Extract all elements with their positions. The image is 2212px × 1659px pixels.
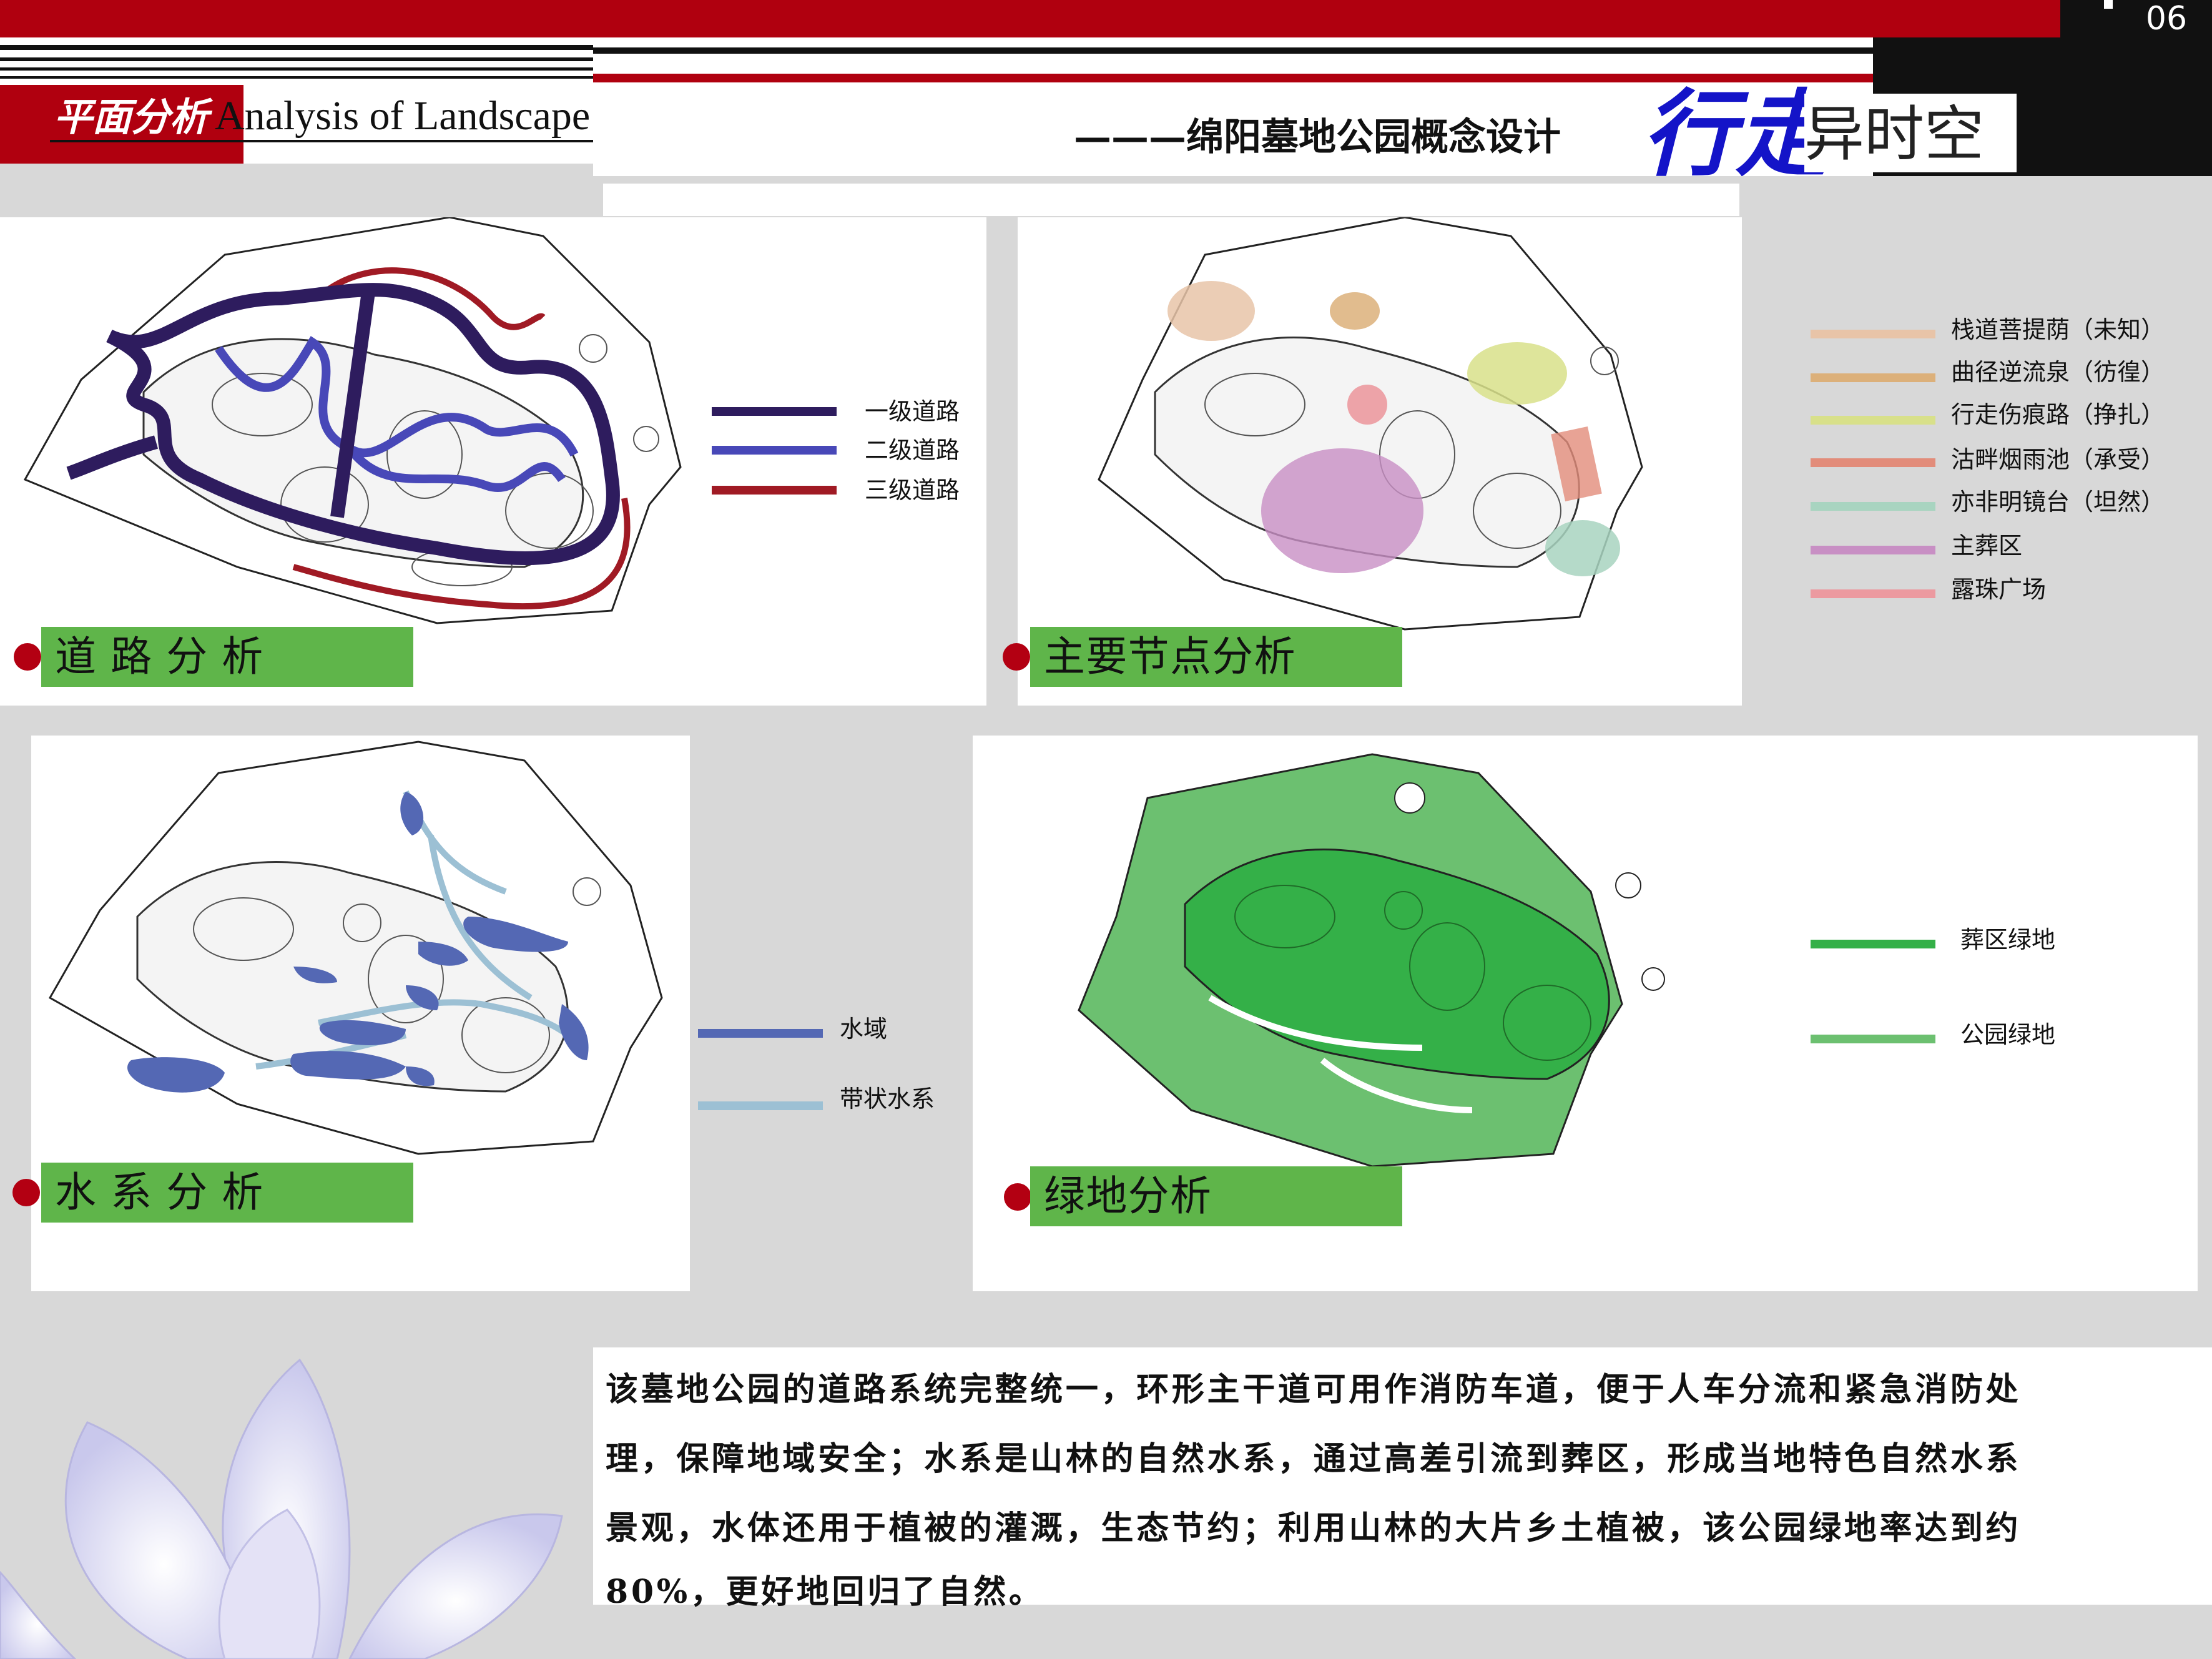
legend-label-water-stream: 带状水系 bbox=[840, 1085, 935, 1113]
header-stripe bbox=[0, 57, 593, 61]
legend-swatch-node-7 bbox=[1811, 589, 1935, 598]
bullet-dot bbox=[1003, 643, 1030, 671]
water-body bbox=[293, 967, 337, 983]
node-analysis-panel: 主要节点分析 bbox=[1003, 217, 1742, 706]
description-line-3: 景观，水体还用于植被的灌溉，生态节约；利用山林的大片乡土植被，该公园绿地率达到约 bbox=[606, 1509, 2022, 1547]
water-body bbox=[290, 1051, 406, 1080]
road-primary bbox=[66, 283, 620, 565]
node-site-plan bbox=[1098, 217, 1643, 631]
frame-gray bbox=[1742, 217, 2212, 736]
frame-gray bbox=[2198, 736, 2212, 1291]
node-main-burial bbox=[1261, 448, 1423, 573]
bullet-dot bbox=[12, 1179, 40, 1206]
legend-label-water-body: 水域 bbox=[840, 1015, 888, 1043]
green-analysis-panel: 绿地分析 葬区绿地 公园绿地 bbox=[973, 736, 2198, 1291]
header-stripe bbox=[0, 76, 593, 79]
brand-small-box bbox=[1804, 94, 2017, 172]
water-body bbox=[418, 942, 468, 966]
legend-label-node-6: 主葬区 bbox=[1951, 532, 2023, 559]
legend-swatch-node-1 bbox=[1811, 330, 1935, 338]
frame-gray bbox=[593, 1605, 2212, 1659]
description-line-2: 理，保障地域安全；水系是山林的自然水系，通过高差引流到葬区，形成当地特色自然水系 bbox=[606, 1440, 2022, 1478]
legend-label-node-5: 亦非明镜台（坦然） bbox=[1951, 488, 2165, 516]
frame-gray bbox=[986, 217, 1018, 706]
description-line-4: 80%，更好地回归了自然。 bbox=[606, 1573, 1045, 1611]
legend-swatch-node-5 bbox=[1811, 502, 1935, 511]
legend-swatch-node-2 bbox=[1811, 373, 1935, 382]
legend-label-node-1: 栈道菩提荫（未知） bbox=[1951, 316, 2165, 343]
water-body bbox=[559, 1004, 589, 1060]
section-title-en: Analysis of Landscape bbox=[215, 93, 591, 139]
water-stream bbox=[255, 790, 570, 1070]
legend-swatch-tertiary-road bbox=[712, 486, 837, 495]
brand-big: 行走 bbox=[1642, 79, 1830, 189]
water-body bbox=[127, 1057, 225, 1093]
road-analysis-panel: 一级道路 二级道路 三级道路 道路分析 bbox=[0, 217, 986, 706]
description-line-1: 该墓地公园的道路系统完整统一，环形主干道可用作消防车道，便于人车分流和紧急消防处 bbox=[606, 1371, 2022, 1409]
road-analysis-title: 道路分析 bbox=[41, 627, 413, 687]
water-body bbox=[406, 1066, 435, 1086]
water-analysis-title: 水系分析 bbox=[41, 1163, 413, 1223]
node-scar-path bbox=[1467, 342, 1567, 405]
water-body bbox=[406, 985, 439, 1010]
legend-label-secondary-road: 二级道路 bbox=[865, 436, 960, 464]
legend-swatch-water-stream bbox=[698, 1101, 823, 1110]
legend-swatch-burial-green bbox=[1811, 940, 1935, 948]
page-number: 06 bbox=[2145, 0, 2188, 37]
header-black-corner bbox=[2060, 0, 2212, 37]
page-number-tick bbox=[2104, 0, 2113, 9]
green-analysis-title: 绿地分析 bbox=[1030, 1166, 1402, 1226]
legend-label-node-3: 行走伤痕路（挣扎） bbox=[1951, 401, 2165, 428]
header-stripe bbox=[0, 45, 593, 50]
frame-white-strip bbox=[603, 184, 1739, 216]
legend-label-node-4: 沽畔烟雨池（承受） bbox=[1951, 446, 2165, 473]
section-title-cn: 平面分析 bbox=[54, 94, 209, 140]
legend-label-node-7: 露珠广场 bbox=[1951, 576, 2047, 603]
frame-gray bbox=[690, 736, 955, 1291]
header-stripe bbox=[0, 67, 593, 71]
water-body bbox=[463, 917, 568, 952]
bullet-dot bbox=[14, 643, 41, 671]
road-tertiary bbox=[292, 267, 631, 610]
legend-label-burial-green: 葬区绿地 bbox=[1960, 926, 2056, 953]
header-red-band bbox=[0, 0, 2212, 37]
legend-label-tertiary-road: 三级道路 bbox=[865, 476, 960, 504]
legend-swatch-node-4 bbox=[1811, 458, 1935, 467]
legend-swatch-water-body bbox=[698, 1029, 823, 1038]
node-analysis-title: 主要节点分析 bbox=[1030, 627, 1402, 687]
water-body bbox=[400, 792, 424, 835]
bullet-dot bbox=[1004, 1183, 1031, 1211]
legend-label-park-green: 公园绿地 bbox=[1960, 1021, 2056, 1048]
legend-swatch-park-green bbox=[1811, 1035, 1935, 1043]
node-plankway bbox=[1167, 281, 1255, 341]
legend-swatch-node-3 bbox=[1811, 416, 1935, 425]
header-stripe-red bbox=[593, 74, 1873, 82]
lotus-decoration bbox=[0, 1358, 563, 1659]
frame-gray bbox=[0, 1291, 2212, 1347]
node-mirror-terrace bbox=[1545, 520, 1620, 576]
section-title-underline bbox=[50, 140, 593, 142]
water-body bbox=[319, 1020, 406, 1045]
legend-swatch-node-6 bbox=[1811, 546, 1935, 554]
legend-label-primary-road: 一级道路 bbox=[865, 398, 960, 425]
section-title-red-box bbox=[0, 85, 243, 164]
frame-gray bbox=[0, 736, 31, 1291]
legend-swatch-primary-road bbox=[712, 407, 837, 416]
legend-label-node-2: 曲径逆流泉（彷徨） bbox=[1951, 358, 2165, 386]
brand-small: 异时空 bbox=[1804, 99, 1984, 169]
description-box bbox=[599, 1347, 2198, 1605]
frame-gray bbox=[955, 736, 973, 1291]
project-title: ———绵阳墓地公园概念设计 bbox=[1074, 116, 1561, 159]
node-dew-plaza bbox=[1347, 385, 1387, 425]
legend-swatch-secondary-road bbox=[712, 446, 837, 455]
frame-gray bbox=[0, 164, 593, 217]
water-analysis-panel: 水系分析 bbox=[12, 736, 690, 1291]
water-site-plan bbox=[48, 741, 663, 1155]
green-site-plan bbox=[1078, 753, 1665, 1168]
road-site-plan bbox=[23, 217, 682, 624]
node-pond bbox=[1551, 426, 1602, 502]
node-spring bbox=[1330, 292, 1380, 330]
header-stripe bbox=[593, 47, 1873, 54]
